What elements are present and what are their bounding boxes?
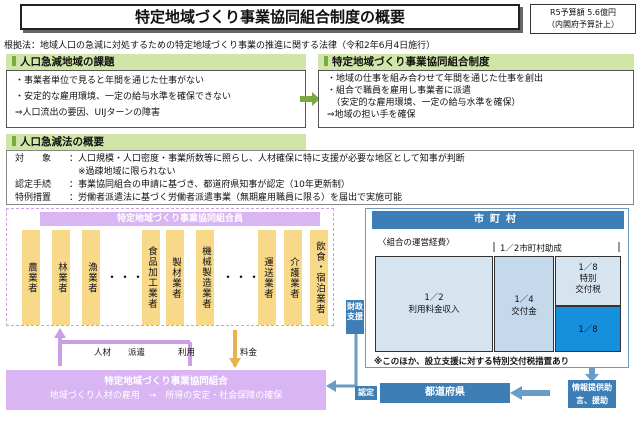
member-food-lodging: 飲食・宿泊業者 — [310, 230, 328, 325]
summary-key: 特例措置 — [15, 193, 52, 203]
bullet-bar-icon — [12, 136, 16, 146]
summary-box: 対 象 ：人口規模・人口密度・事業所数等に照らし、人材確保に特に支援が必要な地区と… — [6, 150, 634, 205]
summary-value: ※過疎地域に限られない — [69, 167, 176, 177]
summary-row: 認定手続 ：事業協同組合の申請に基づき、都道府県知事が認定（10年更新制） — [15, 179, 625, 192]
system-item: ・組合で職員を雇用し事業者に派遣 — [327, 86, 472, 96]
right-arrow-icon — [300, 92, 320, 106]
issues-header-text: 人口急減地域の課題 — [20, 56, 115, 68]
member-machinery: 機械製造業者 — [196, 230, 214, 325]
ellipsis: ・・・ — [106, 270, 146, 284]
finance-support-label: 財政支援 — [346, 300, 364, 334]
member-agriculture: 農業者 — [22, 230, 40, 325]
summary-value: ：事業協同組合の申請に基づき、都道府県知事が認定（10年更新制） — [69, 180, 350, 190]
special-share: 1／8 — [578, 263, 598, 273]
system-item: ⇒地域の担い手を確保 — [327, 110, 416, 120]
summary-header: 人口急減法の概要 — [6, 134, 306, 150]
special-tax-block: 1／8 特別 交付税 — [555, 256, 621, 306]
issues-header: 人口急減地域の課題 — [6, 54, 306, 70]
member-food-processing: 食品加工業者 — [142, 230, 160, 325]
ninteii-label: 認定 — [355, 386, 377, 400]
issues-box: ・事業者単位で見ると年間を通じた仕事がない ・安定的な雇用環境、一定の給与水準を… — [6, 70, 306, 128]
system-box: ・地域の仕事を組み合わせて年間を通じた仕事を創出 ・組合で職員を雇用し事業者に派… — [318, 70, 634, 128]
cooperative-desc: 地域づくり人材の雇用 → 所得の安定・社会保障の確保 — [49, 391, 283, 401]
fee-revenue-block: 1／2 利用料金収入 — [375, 256, 493, 352]
summary-key — [15, 166, 69, 179]
national-block: 1／8 — [555, 306, 621, 352]
summary-key: 認定手続 — [15, 180, 52, 190]
municipality-header: 市町村 — [372, 211, 624, 229]
grant-label: 交付金 — [511, 307, 537, 317]
legal-basis: 根拠法：地域人口の急減に対処するための特定地域づくり事業の推進に関する法律（令和… — [4, 41, 436, 51]
subsidy-label: 1／2市町村助成 — [500, 244, 562, 254]
member-lumber: 製材業者 — [166, 230, 184, 325]
grant-block: 1／4 交付金 — [494, 256, 554, 352]
label-jinzai: 人材 — [94, 348, 112, 358]
left-arrow-icon — [510, 386, 550, 400]
system-header: 特定地域づくり事業協同組合制度 — [318, 54, 634, 70]
national-share: 1／8 — [578, 325, 598, 335]
cooperative-title: 特定地域づくり事業協同組合 — [104, 376, 228, 387]
member-forestry: 林業者 — [52, 230, 70, 325]
budget-note: （内閣府予算計上） — [547, 20, 619, 29]
support-arrow — [326, 334, 358, 392]
label-ryoukin: 料金 — [240, 348, 258, 358]
union-members-area — [6, 208, 334, 326]
bracket-lines — [493, 242, 620, 252]
summary-row: 特例措置 ：労働者派遣法に基づく労働者派遣事業（無期雇用職員に限る）を届出で実施可… — [15, 192, 625, 205]
system-header-text: 特定地域づくり事業協同組合制度 — [332, 56, 490, 68]
bullet-bar-icon — [12, 56, 16, 66]
system-item: ・地域の仕事を組み合わせて年間を通じた仕事を創出 — [327, 74, 544, 84]
cooperative-box: 特定地域づくり事業協同組合 地域づくり人材の雇用 → 所得の安定・社会保障の確保 — [6, 370, 326, 410]
member-transport: 運送業者 — [258, 230, 276, 325]
budget-amount: R5予算額 5.6億円 — [550, 8, 616, 17]
system-item: （安定的な雇用環境、一定の給与水準を確保） — [327, 98, 521, 108]
summary-key: 対 象 — [15, 154, 52, 164]
issue-item: ・安定的な雇用環境、一定の給与水準を確保できない — [15, 92, 232, 102]
summary-row: ※過疎地域に限られない — [15, 166, 625, 179]
prefecture-box: 都道府県 — [380, 383, 510, 403]
cost-label: 〈組合の運営経費〉 — [378, 238, 455, 248]
info-support-label: 情報提供助言、援助 — [568, 380, 616, 408]
summary-row: 対 象 ：人口規模・人口密度・事業所数等に照らし、人材確保に特に支援が必要な地区と… — [15, 153, 625, 166]
budget-box: R5予算額 5.6億円 （内閣府予算計上） — [530, 4, 636, 34]
page-title: 特定地域づくり事業協同組合制度の概要 — [20, 4, 520, 30]
summary-value: ：人口規模・人口密度・事業所数等に照らし、人材確保に特に支援が必要な地区として知… — [69, 154, 465, 164]
issue-item: ⇒人口流出の要因、UIJターンの障害 — [15, 108, 160, 118]
issue-item: ・事業者単位で見ると年間を通じた仕事がない — [15, 76, 205, 86]
member-care: 介護業者 — [284, 230, 302, 325]
grant-share: 1／4 — [514, 295, 534, 305]
summary-value: ：労働者派遣法に基づく労働者派遣事業（無期雇用職員に限る）を届出で実施可能 — [69, 193, 403, 203]
flow-arrows — [54, 328, 241, 368]
union-header: 特定地域づくり事業協同組合員 — [40, 212, 320, 226]
ellipsis: ・・・ — [222, 270, 262, 284]
label-haken: 派遣 — [128, 348, 146, 358]
label-riyou: 利用 — [178, 348, 196, 358]
special-label: 特別 — [579, 274, 597, 284]
member-fishery: 漁業者 — [82, 230, 100, 325]
special-tax-note: ※このほか、設立支援に対する特別交付税措置あり — [374, 357, 570, 367]
fee-share: 1／2 — [424, 293, 444, 303]
fee-label: 利用料金収入 — [408, 305, 460, 315]
bullet-bar-icon — [324, 56, 328, 66]
down-arrow-icon — [585, 368, 599, 382]
special-label-2: 交付税 — [575, 285, 601, 295]
summary-header-text: 人口急減法の概要 — [20, 136, 104, 148]
